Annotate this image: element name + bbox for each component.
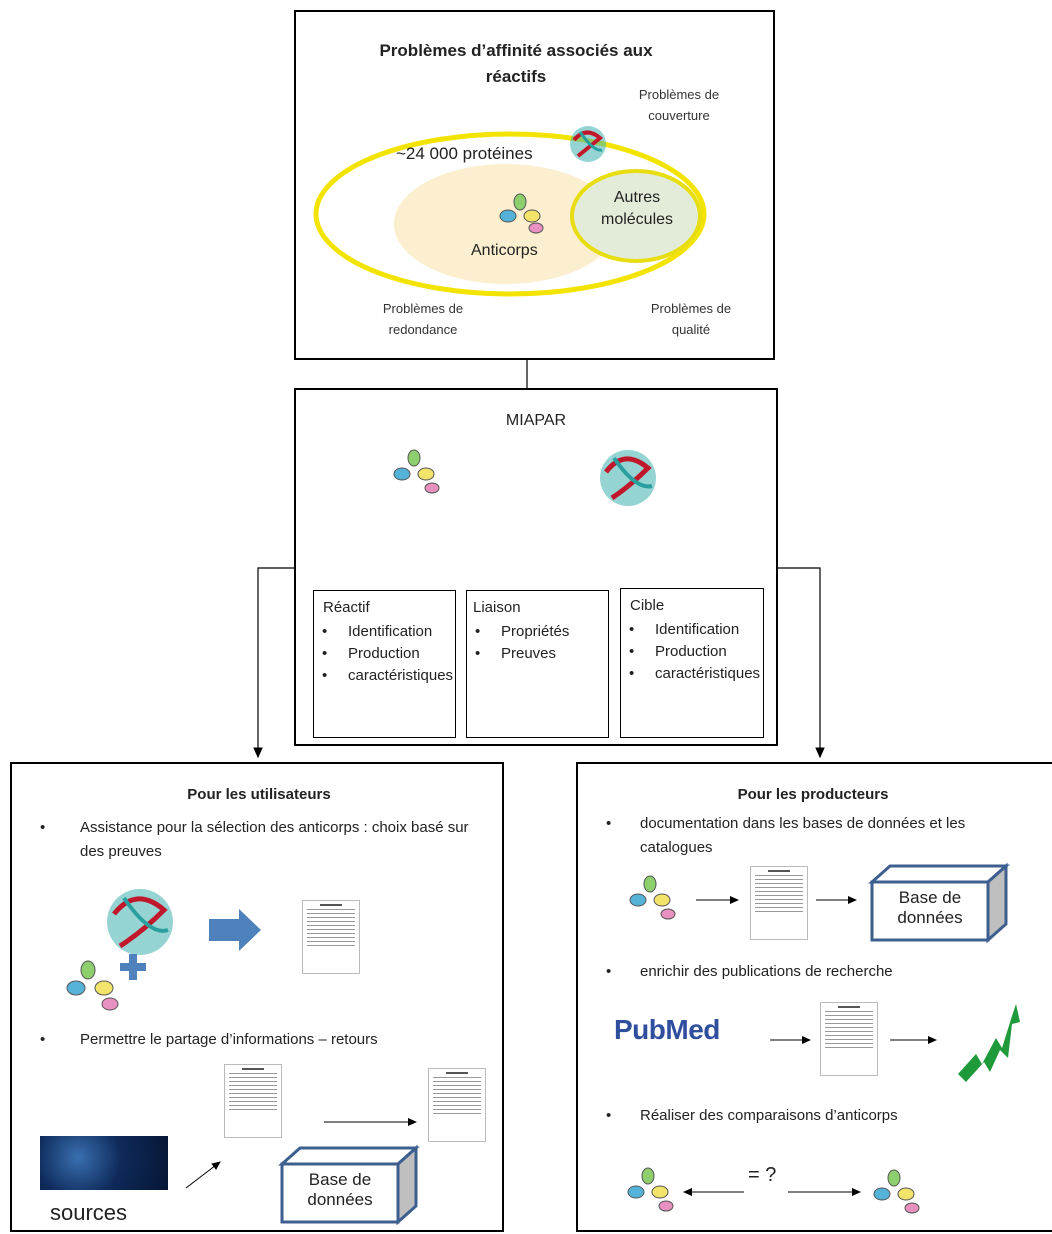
- flow-arrows: [185, 1118, 417, 1189]
- target-title: Cible: [630, 597, 665, 614]
- protein-structure-icon: [570, 126, 606, 162]
- antibodies-label: Anticorps: [471, 242, 538, 259]
- sources-image: [40, 1136, 168, 1190]
- pubmed-logo: PubMed: [614, 1014, 720, 1045]
- affinity-problems-title: Problèmes d’affinité associés aux réacti…: [379, 41, 653, 86]
- producers-bullet-2: enrichir des publications de recherche: [598, 960, 1018, 984]
- users-bullet-2: Permettre le partage d’informations – re…: [32, 1028, 392, 1052]
- binding-title: Liaison: [473, 599, 521, 616]
- users-title: Pour les utilisateurs: [187, 786, 331, 803]
- database-label: Base de données: [307, 1170, 373, 1209]
- proteins-count-label: ~24 000 protéines: [396, 144, 533, 163]
- affinity-ellipses: [313, 131, 707, 297]
- binding-box: Liaison Propriétés Preuves: [466, 590, 609, 738]
- reagent-box: Réactif Identification Production caract…: [313, 590, 456, 738]
- block-arrow-icon: [209, 909, 261, 951]
- antibody-icon: [66, 960, 119, 1011]
- binding-items: Propriétés Preuves: [467, 621, 607, 665]
- miapar-title: MIAPAR: [505, 412, 567, 429]
- other-molecules-label: Autres molécules: [600, 189, 674, 228]
- comparison-label: = ?: [748, 1164, 777, 1186]
- growth-chart-icon: [958, 1004, 1020, 1082]
- flow-arrows: [683, 896, 937, 1196]
- target-item: caractéristiques: [621, 663, 761, 685]
- protein-structure-icon: [600, 450, 656, 506]
- target-item: Identification: [621, 619, 761, 641]
- database-cube-icon: Base de données: [868, 862, 1010, 944]
- affinity-problems-box: Problèmes d’affinité associés aux réacti…: [294, 10, 775, 360]
- database-cube-icon: Base de données: [278, 1144, 420, 1226]
- antibody-icon: [629, 875, 676, 920]
- producers-box: Pour les producteurs documentation dans …: [576, 762, 1052, 1232]
- antibody-icon: [627, 1167, 674, 1212]
- users-bullet-2-text: Permettre le partage d’informations – re…: [32, 1028, 392, 1052]
- plus-icon: [120, 954, 146, 980]
- producers-bullet-3: Réaliser des comparaisons d’anticorps: [598, 1104, 1018, 1128]
- quality-problems-label: Problèmes de qualité: [650, 301, 732, 337]
- antibody-icon: [499, 193, 544, 234]
- redundancy-problems-label: Problèmes de redondance: [382, 301, 464, 337]
- producers-bullet-2-text: enrichir des publications de recherche: [598, 960, 1018, 984]
- protein-structure-icon: [107, 889, 173, 955]
- binding-item: Preuves: [467, 643, 607, 665]
- coverage-problems-label: Problèmes de couverture: [638, 87, 720, 123]
- producers-bullet-3-text: Réaliser des comparaisons d’anticorps: [598, 1104, 1018, 1128]
- users-box: Pour les utilisateurs Assistance pour la…: [10, 762, 504, 1232]
- publication-page-icon: [820, 1002, 878, 1076]
- reagent-items: Identification Production caractéristiqu…: [314, 621, 454, 687]
- users-bullet-1-text: Assistance pour la sélection des anticor…: [32, 816, 472, 864]
- target-box: Cible Identification Production caractér…: [620, 588, 764, 738]
- producers-title: Pour les producteurs: [737, 786, 889, 803]
- publication-page-icon: [750, 866, 808, 940]
- antibody-icon: [393, 449, 440, 494]
- database-label: Base de données: [897, 888, 963, 927]
- producers-bullet-1: documentation dans les bases de données …: [598, 812, 1018, 860]
- reagent-item: caractéristiques: [314, 665, 454, 687]
- reagent-item: Production: [314, 643, 454, 665]
- target-item: Production: [621, 641, 761, 663]
- publication-page-icon: [428, 1068, 486, 1142]
- target-items: Identification Production caractéristiqu…: [621, 619, 761, 685]
- reagent-item: Identification: [314, 621, 454, 643]
- publication-page-icon: [224, 1064, 282, 1138]
- reagent-title: Réactif: [323, 599, 370, 616]
- users-bullet-1: Assistance pour la sélection des anticor…: [32, 816, 472, 864]
- binding-item: Propriétés: [467, 621, 607, 643]
- antibody-icon: [873, 1169, 920, 1214]
- producers-bullet-1-text: documentation dans les bases de données …: [598, 812, 1018, 860]
- publication-page-icon: [302, 900, 360, 974]
